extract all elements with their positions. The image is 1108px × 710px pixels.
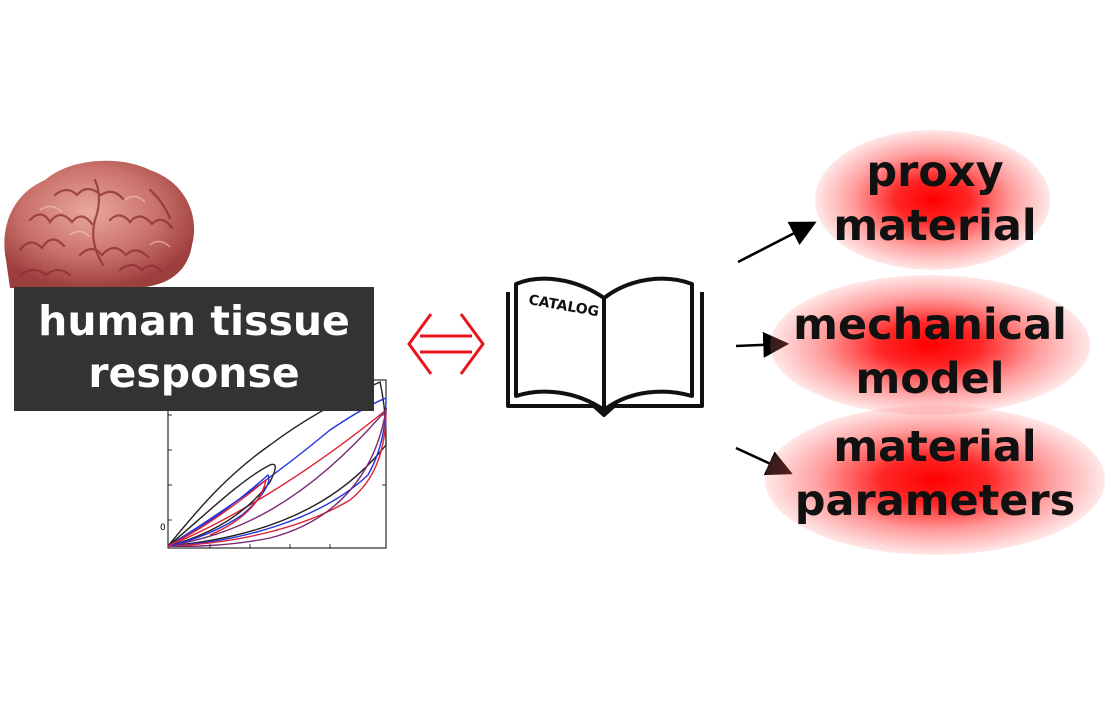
human-tissue-response-label: human tissue response <box>14 287 374 411</box>
proxy-material-label: proxy material <box>815 145 1055 253</box>
proxy-material-glow <box>815 130 1050 270</box>
brain-image <box>4 160 195 288</box>
mechanical-model-glow <box>770 275 1090 415</box>
arrow-to-proxy-material <box>737 221 817 264</box>
material-parameters-glow <box>765 405 1105 555</box>
mechanical-model-line-1: mechanical <box>793 300 1067 350</box>
proxy-material-line-1: proxy <box>866 147 1004 197</box>
y-tick-label: 0 <box>160 523 166 533</box>
material-parameters-line-2: parameters <box>794 476 1076 526</box>
proxy-material-line-2: material <box>833 201 1037 251</box>
double-arrow-icon <box>407 313 485 375</box>
material-parameters-line-1: material <box>833 422 1037 472</box>
mechanical-model-line-2: model <box>855 354 1005 404</box>
catalog-book-icon: CATALOG <box>506 276 704 417</box>
label-line-1: human tissue <box>38 297 350 345</box>
mechanical-model-label: mechanical model <box>765 298 1095 406</box>
label-line-2: response <box>88 349 300 397</box>
material-parameters-label: material parameters <box>770 420 1100 528</box>
